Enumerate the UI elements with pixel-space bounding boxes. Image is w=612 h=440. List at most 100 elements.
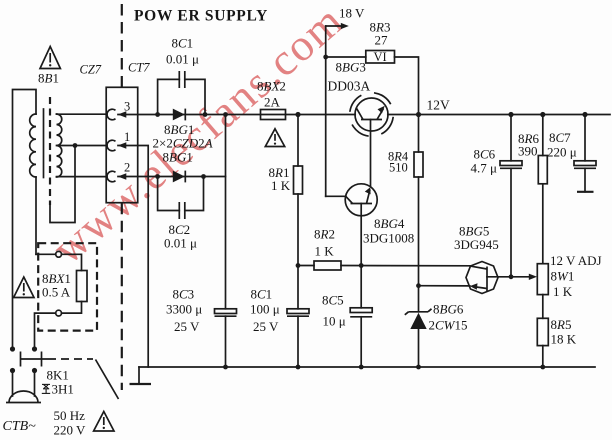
label-8bx2-val: 2A bbox=[264, 95, 281, 110]
label-8r4-ref: 8R4 bbox=[388, 150, 409, 164]
exclamation-mark-dot bbox=[22, 293, 25, 296]
capacitor-8c2 bbox=[178, 202, 186, 219]
heatsink-dashed-ring bbox=[348, 91, 395, 138]
junction-dot bbox=[9, 367, 16, 374]
zener-diode-8bg6 bbox=[404, 308, 433, 329]
resistor-8r1 bbox=[292, 165, 304, 195]
mains-plug-ctb bbox=[6, 390, 41, 404]
resistor-8r6 bbox=[537, 154, 549, 185]
zhi-stroke bbox=[43, 384, 49, 389]
diode-triangle bbox=[172, 108, 185, 121]
emitter-arrow bbox=[377, 105, 385, 114]
capacitor-positive-plate bbox=[499, 159, 523, 167]
label-8c1s-ref: 8C1 bbox=[172, 36, 194, 51]
label-8r1-val: 1 K bbox=[271, 178, 291, 193]
pin-plug-arrow bbox=[117, 142, 127, 149]
wire bbox=[11, 88, 37, 350]
junction-dot bbox=[72, 143, 78, 148]
label-8r5-ref: 8R5 bbox=[551, 317, 572, 332]
junction-dots bbox=[9, 54, 588, 374]
junction-dot bbox=[540, 364, 546, 370]
junction-dot bbox=[223, 112, 228, 117]
fuse-terminal bbox=[54, 309, 63, 317]
labels-layer: POW ER SUPPLY 8B1 CZ7 CT7 3 1 2 8C1 0.01… bbox=[3, 6, 602, 438]
label-8r1-ref: 8R1 bbox=[269, 165, 290, 180]
capacitor-8c1-small bbox=[178, 71, 186, 88]
wire bbox=[60, 253, 83, 272]
label-8c1s-val: 0.01 μ bbox=[166, 52, 199, 67]
resistor-8r4 bbox=[413, 151, 424, 178]
triangle-outline bbox=[38, 44, 62, 70]
arrow-18v bbox=[340, 22, 349, 30]
junction-dot bbox=[155, 112, 161, 117]
pin-socket-arc bbox=[106, 108, 117, 121]
connector-pin-1 bbox=[106, 139, 127, 152]
connector-cz7-ct7 bbox=[105, 86, 139, 204]
junction-dot bbox=[323, 54, 329, 60]
emitter-arrow bbox=[469, 283, 478, 290]
transistor-8bg5 bbox=[465, 260, 499, 295]
fuse-8bx1 bbox=[54, 250, 88, 317]
transistor-lead bbox=[355, 107, 364, 120]
resistor-8r5 bbox=[536, 317, 550, 347]
transformer-8b1 bbox=[28, 113, 63, 178]
label-8bx1-ref: 8BX1 bbox=[42, 271, 71, 286]
warning-triangle-8b1 bbox=[38, 44, 62, 70]
diode-8bg1-top bbox=[172, 108, 187, 121]
connector-pin-2 bbox=[106, 170, 127, 183]
capacitor-8c3 bbox=[213, 307, 238, 318]
plug-dome bbox=[8, 390, 39, 403]
pin-plug-arrow bbox=[117, 173, 127, 180]
label-8c6-val: 4.7 μ bbox=[471, 161, 498, 176]
label-8c6-ref: 8C6 bbox=[474, 147, 496, 162]
label-cz7: CZ7 bbox=[80, 63, 102, 77]
capacitor-8c6 bbox=[499, 159, 523, 170]
label-50hz: 50 Hz bbox=[54, 408, 86, 423]
resistor-8r3-vi-box bbox=[364, 49, 396, 64]
label-8w1-val: 1 K bbox=[553, 284, 573, 299]
label-8c1b-rating: 25 V bbox=[253, 319, 279, 334]
label-pin-2: 2 bbox=[124, 161, 130, 175]
label-8c7-val: 220 μ bbox=[547, 145, 577, 160]
wire bbox=[117, 144, 150, 368]
label-8r3-ref: 8R3 bbox=[370, 20, 391, 35]
potentiometer-8w1 bbox=[536, 262, 550, 296]
warning-triangle-mains bbox=[92, 409, 116, 432]
emitter-arrow bbox=[364, 187, 371, 195]
label-8c7-ref: 8C7 bbox=[549, 130, 571, 145]
pin-socket-arc bbox=[106, 139, 117, 152]
junction-dot bbox=[416, 283, 421, 289]
transistor-body bbox=[354, 97, 389, 132]
label-8c5-val: 10 μ bbox=[323, 314, 346, 329]
label-8c3-ref: 8C3 bbox=[173, 287, 195, 302]
label-ctb: CTB~ bbox=[3, 419, 37, 434]
label-8bg1-bottom: 8BG1 bbox=[163, 150, 193, 165]
diode-triangle bbox=[172, 170, 185, 183]
label-3h1: 3H1 bbox=[52, 382, 74, 397]
exclamation-mark-dot bbox=[273, 142, 277, 145]
label-8bg3-ref: 8BG3 bbox=[336, 60, 366, 75]
label-220v: 220 V bbox=[54, 423, 87, 438]
transistor-lead bbox=[470, 265, 488, 270]
wire bbox=[33, 312, 57, 350]
label-8r6-ref: 8R6 bbox=[518, 131, 539, 146]
arrow-wiper-8w1 bbox=[528, 273, 537, 280]
label-8bg4-ref: 8BG4 bbox=[374, 216, 405, 231]
connector-pin-3 bbox=[106, 108, 127, 121]
triangle-outline bbox=[263, 127, 287, 148]
fuse-holder-box bbox=[37, 242, 99, 332]
exclamation-mark-dot bbox=[102, 426, 106, 430]
pin-plug-arrow bbox=[117, 111, 127, 118]
warning-triangle-8bx2 bbox=[263, 127, 287, 148]
label-8bg1-top: 8BG1 bbox=[164, 122, 194, 137]
transistor-8bg3 bbox=[348, 91, 395, 138]
wire bbox=[156, 78, 181, 116]
circuit-wiring bbox=[11, 25, 611, 397]
label-pin-3: 3 bbox=[124, 100, 130, 114]
switch-8k1 bbox=[19, 351, 120, 400]
transistor-8bg4 bbox=[344, 182, 379, 217]
label-8bx1-val: 0.5 A bbox=[42, 285, 71, 300]
label-8r4-val: 510 bbox=[389, 161, 408, 175]
zener-cathode-hook bbox=[404, 311, 410, 316]
wire bbox=[183, 175, 205, 212]
